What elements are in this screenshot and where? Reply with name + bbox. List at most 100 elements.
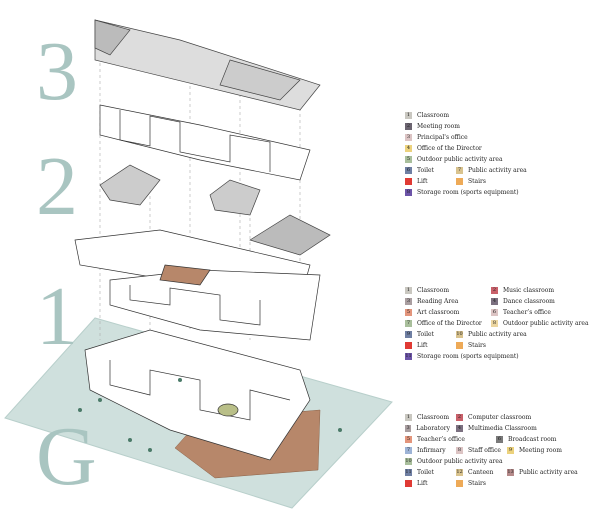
legend-swatch: 4 [491,298,498,305]
legend-swatch: 3 [405,134,412,141]
legend-label: Reading Area [417,298,459,305]
legend-swatch: 10 [456,331,463,338]
legend-label: Laboratory [416,425,450,432]
legend-swatch: 8 [491,320,498,327]
legend-swatch [405,342,412,349]
legend-swatch: 7 [405,447,412,454]
legend-swatch [456,178,463,185]
roof-level-2 [99,164,331,256]
legend-label: Toilet [417,167,434,174]
legend-swatch: 10 [405,458,412,465]
legend-label: Toilet [417,331,434,338]
legend-label: Meeting room [519,447,562,454]
legend-label: Classroom [417,287,450,294]
legend-item: Lift [405,480,450,487]
legend-label: Broadcast room [508,436,557,443]
legend-swatch: 9 [405,331,412,338]
legend-swatch: 4 [456,425,463,432]
legend-swatch: 2 [456,414,463,421]
legend-label: Classroom [417,414,450,421]
legend-swatch: 6 [496,436,503,443]
legend-label: Dance classroom [503,298,555,305]
legend-swatch: 1 [405,414,412,421]
legend-label: Lift [417,342,428,349]
legend-item: 6 Broadcast room [496,436,556,443]
legend-swatch [456,480,463,487]
floor-g-plan [84,329,311,461]
legend-item: Lift [405,178,450,185]
legend-item: 3 Laboratory [405,425,450,432]
legend-label: Toilet [417,469,434,476]
legend-swatch: 5 [405,156,412,163]
legend-label: Classroom [417,112,450,119]
legend-swatch [405,480,412,487]
legend-swatch: 6 [405,167,412,174]
legend-swatch [405,178,412,185]
legend-item: 4 Dance classroom [491,298,555,305]
legend-label: Teacher’s office [503,309,551,316]
legend-item: 3 Reading Area [405,298,485,305]
legend-label: Computer classroom [468,414,532,421]
legend-label: Public activity area [468,331,527,338]
floor-label-g: G [36,410,97,503]
legend-item: 1 Classroom [405,414,450,421]
legend-swatch: 8 [405,189,412,196]
legend-label: Stairs [468,178,486,185]
legend-swatch: 3 [405,425,412,432]
legend-swatch: 5 [405,309,412,316]
legend-label: Office of the Director [417,145,482,152]
people-and-trees [78,378,342,452]
legend-item: 5 Outdoor public activity area [405,156,503,163]
legend-label: Music classroom [503,287,555,294]
legend-item: Lift [405,342,450,349]
legend-swatch: 13 [507,469,514,476]
legend-row: Lift Stairs [405,176,533,187]
legend-swatch: 12 [456,469,463,476]
legend-label: Public activity area [468,167,527,174]
floor-label-1: 1 [36,270,78,363]
floor-2-plan [74,229,321,341]
legend-label: Outdoor public activity area [417,156,503,163]
floor-3-plan [99,104,311,181]
roof-level-3 [94,19,321,111]
legend-label: Canteen [468,469,494,476]
legend-label: Teacher’s office [417,436,465,443]
legend-label: Meeting room [417,123,460,130]
legend-label: Staff office [468,447,501,454]
legend-label: Lift [417,480,428,487]
legend-label: Multimedia Classroom [468,425,537,432]
legend-swatch: 3 [405,298,412,305]
legend-label: Public activity area [519,469,578,476]
floor-label-2: 2 [36,140,78,233]
legend-row: 5 Outdoor public activity area [405,154,533,165]
legend-item: Stairs [456,480,486,487]
legend-item: 4 Multimedia Classroom [456,425,537,432]
